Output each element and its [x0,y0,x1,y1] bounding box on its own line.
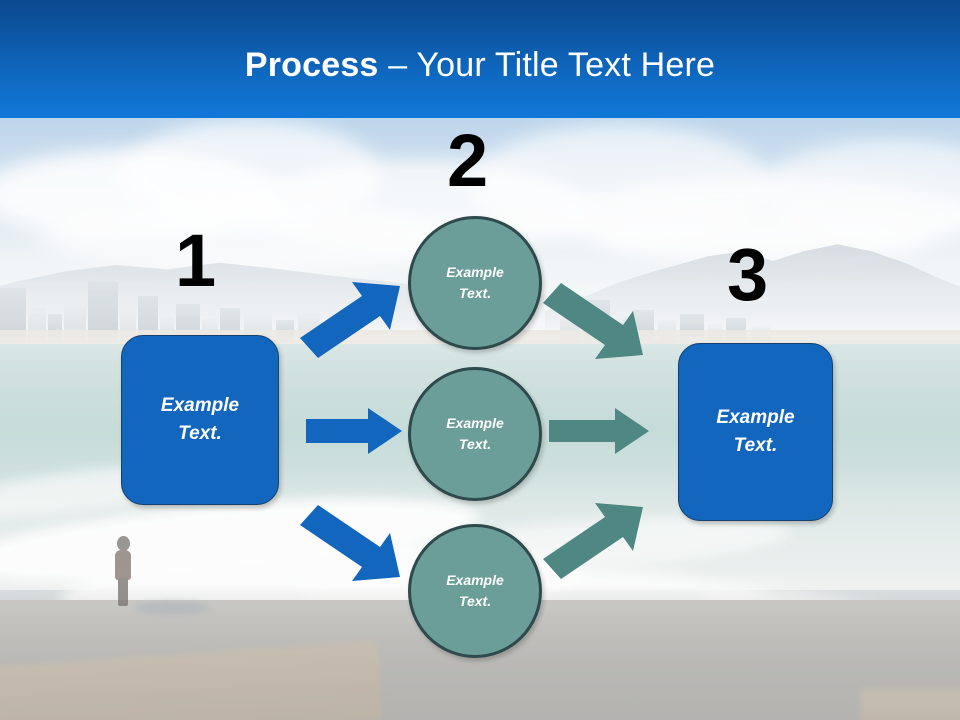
connector-arrow-in-middle [306,408,402,454]
person-shadow [135,601,210,615]
stage-2-circle-middle-label-line2: Text. [458,436,492,452]
page-title-separator: – [378,46,417,84]
stage-2-circle-bottom-label: Example Text. [446,570,504,612]
stage-1-box-label-line1: Example [160,395,240,417]
step-number-3: 3 [727,233,769,316]
step-number-1: 1 [175,219,217,302]
connector-arrow-out-middle [549,408,649,454]
stage-2-circle-top-label-line2: Text. [458,285,492,301]
page-title: Process – Your Title Text Here [0,46,960,85]
stage-2-circle-middle-label: Example Text. [446,413,504,455]
title-bar [0,0,960,118]
step-number-2: 2 [447,119,489,202]
stage-2-circle-bottom[interactable]: Example Text. [408,524,542,658]
dry-sand-patch [860,690,960,720]
stage-2-circle-bottom-label-line2: Text. [458,593,492,609]
building [138,296,158,340]
stage-2-circle-top[interactable]: Example Text. [408,216,542,350]
stage-3-box-label-line2: Text. [733,435,778,456]
person-torso [115,550,131,580]
stage-2-circle-top-label-line1: Example [446,264,504,280]
person-silhouette [112,536,134,606]
connector-arrow-in-bottom [300,505,404,581]
stage-3-box[interactable]: Example Text. [678,343,833,521]
connector-arrow-out-top [543,283,647,359]
connector-arrow-out-bottom [543,503,647,579]
stage-2-circle-bottom-label-line1: Example [446,572,504,588]
stage-3-box-label-line1: Example [716,407,795,429]
stage-1-box-label: Example Text. [161,392,239,447]
page-title-rest: Your Title Text Here [416,46,716,84]
stage-1-box-label-line2: Text. [178,423,222,444]
person-head [117,536,130,551]
stage-3-box-label: Example Text. [716,404,794,459]
stage-2-circle-middle[interactable]: Example Text. [408,367,542,501]
stage-2-circle-middle-label-line1: Example [446,415,504,431]
stage-1-box[interactable]: Example Text. [121,335,279,505]
page-title-bold: Process [244,46,379,84]
person-legs [118,578,128,606]
stage-2-circle-top-label: Example Text. [446,262,504,304]
connector-arrow-in-top [300,282,404,358]
